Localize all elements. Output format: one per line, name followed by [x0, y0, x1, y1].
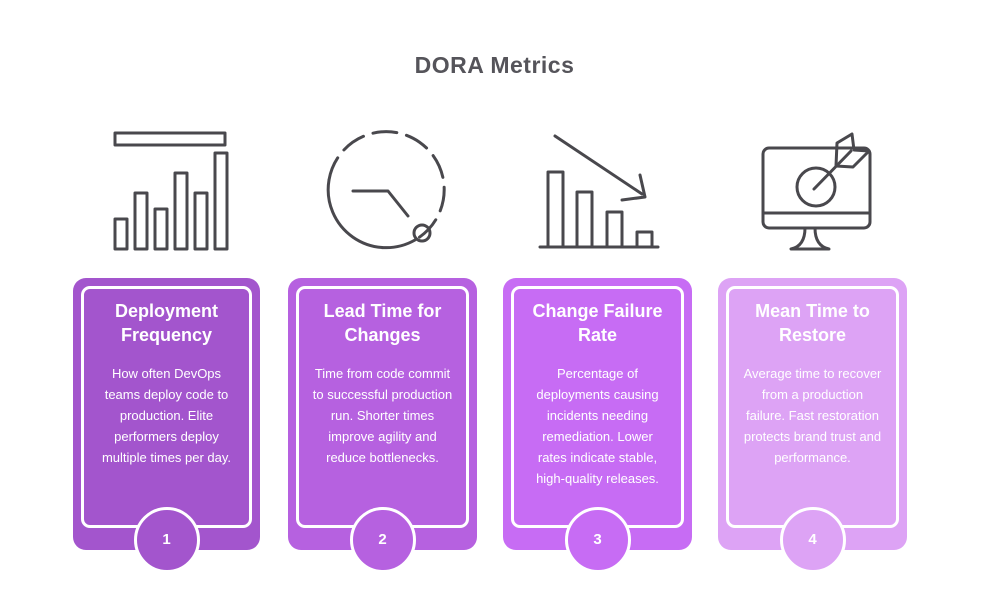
step-number-badge: 4: [779, 507, 846, 573]
monitor-target-icon: [761, 132, 872, 251]
card-inner-border: Mean Time to Restore Average time to rec…: [726, 286, 899, 528]
step-number: 2: [378, 531, 387, 548]
card-title: Change Failure Rate: [532, 301, 663, 346]
metric-card: Mean Time to Restore Average time to rec…: [718, 278, 907, 573]
card-description: How often DevOps teams deploy code to pr…: [101, 365, 232, 465]
trend-down-chart-icon: [538, 134, 660, 249]
card-description: Percentage of deployments causing incide…: [536, 365, 659, 486]
card-inner-border: Deployment Frequency How often DevOps te…: [81, 286, 252, 528]
step-number: 4: [808, 531, 817, 548]
metric-card: Change Failure Rate Percentage of deploy…: [503, 278, 692, 573]
card-title: Lead Time for Changes: [323, 301, 442, 346]
card-description: Time from code commit to successful prod…: [312, 365, 453, 465]
card-description: Average time to recover from a productio…: [743, 365, 882, 465]
step-number-badge: 2: [349, 507, 416, 573]
metric-card: Deployment Frequency How often DevOps te…: [73, 278, 260, 573]
bar-chart-icon: [113, 131, 229, 251]
card-title: Mean Time to Restore: [755, 301, 870, 346]
step-number: 3: [593, 531, 602, 548]
step-number-badge: 3: [564, 507, 631, 573]
page-title: DORA Metrics: [414, 52, 575, 78]
step-number-badge: 1: [133, 507, 200, 573]
clock-icon: [326, 130, 446, 250]
metric-card: Lead Time for Changes Time from code com…: [288, 278, 477, 573]
card-inner-border: Change Failure Rate Percentage of deploy…: [511, 286, 684, 528]
card-inner-border: Lead Time for Changes Time from code com…: [296, 286, 469, 528]
step-number: 1: [162, 531, 171, 548]
card-title: Deployment Frequency: [114, 301, 219, 346]
